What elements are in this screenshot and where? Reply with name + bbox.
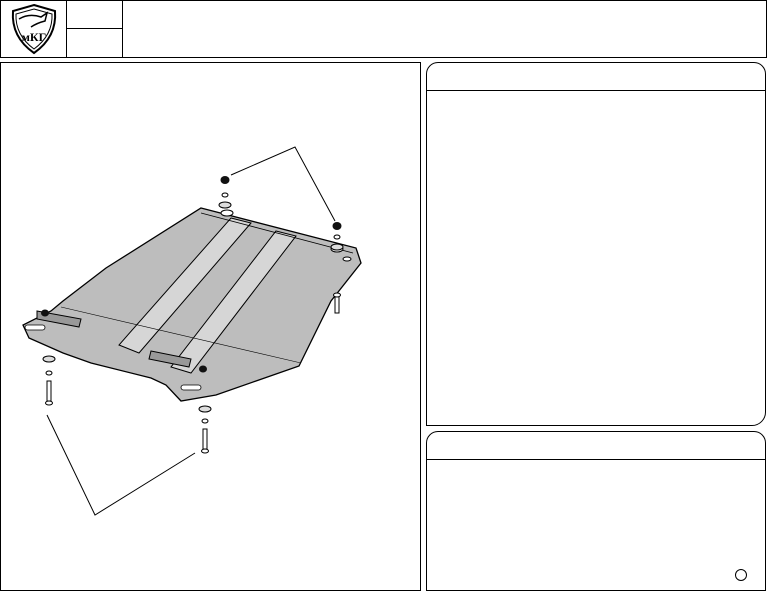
rib-1 — [118, 217, 252, 354]
rib-2 — [170, 230, 297, 374]
shield-logo-icon: мКГ — [11, 3, 57, 55]
title-cell — [123, 1, 766, 57]
code-top — [67, 1, 122, 29]
header-bar: мКГ — [0, 0, 767, 58]
bolt-bottom-middle — [198, 405, 212, 454]
parts-panel — [426, 62, 766, 426]
parts-panel-content — [427, 91, 765, 103]
skid-plate-drawing — [22, 146, 362, 516]
logo-text: мКГ — [22, 30, 47, 44]
bolt-right — [333, 292, 341, 314]
parts-panel-heading — [427, 63, 765, 91]
code-cell — [67, 1, 123, 57]
drawing-panel — [0, 62, 421, 591]
bracket-right — [148, 350, 192, 368]
circle-icon — [735, 569, 747, 581]
nut-top-right — [330, 222, 344, 251]
logo-cell: мКГ — [1, 1, 67, 57]
nut-top-left — [218, 176, 232, 209]
notes-panel-content — [427, 460, 765, 472]
notes-panel — [426, 431, 766, 591]
bolt-bottom-left — [42, 355, 56, 406]
notes-panel-heading — [427, 432, 765, 460]
code-bottom — [67, 29, 122, 57]
